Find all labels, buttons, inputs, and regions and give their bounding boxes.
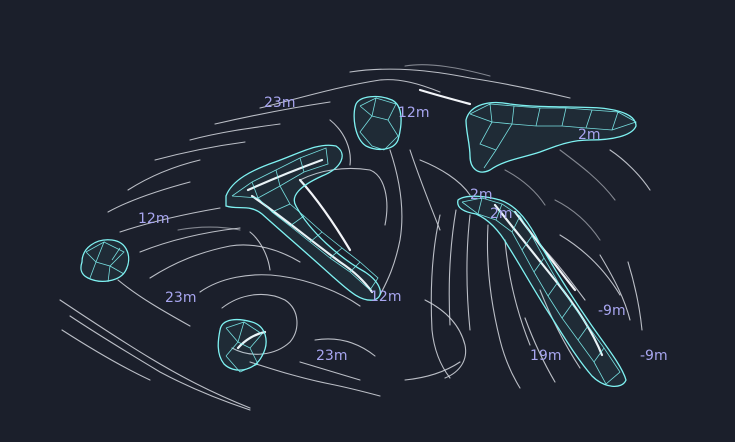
mesh-upper-loop xyxy=(353,95,402,151)
elevation-label: 23m xyxy=(165,290,196,306)
elevation-labels: 23m 12m 2m 12m 2m 2m 23m 12m 23m -9m 19m… xyxy=(138,95,668,364)
elevation-label: 2m xyxy=(490,206,513,222)
elevation-label: -9m xyxy=(640,348,668,364)
elevation-label: 2m xyxy=(578,127,601,143)
elevation-label: 12m xyxy=(398,105,429,121)
mesh-upper-right xyxy=(465,101,637,173)
mesh-left-ridge xyxy=(225,144,382,301)
elevation-label: 12m xyxy=(370,289,401,305)
elevation-label: 12m xyxy=(138,211,169,227)
mesh-bottom-ring xyxy=(217,318,267,373)
mesh-left-blob xyxy=(80,239,130,283)
mesh-regions xyxy=(80,95,637,387)
elevation-label: -9m xyxy=(598,303,626,319)
elevation-label: 19m xyxy=(530,348,561,364)
elevation-label: 23m xyxy=(316,348,347,364)
elevation-label: 2m xyxy=(470,187,493,203)
mesh-right-diagonal xyxy=(457,195,627,387)
elevation-label: 23m xyxy=(264,95,295,111)
ridge-strokes xyxy=(236,88,604,357)
contour-lines xyxy=(59,64,651,411)
